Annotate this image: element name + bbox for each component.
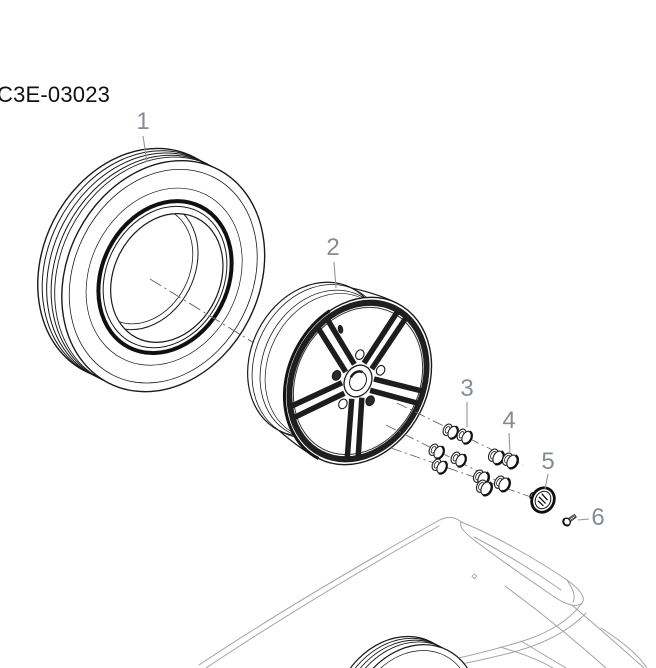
leader-line-1 bbox=[142, 135, 148, 163]
wheel-rim-drawing bbox=[247, 281, 460, 490]
roof-antenna-mark bbox=[471, 573, 478, 580]
vehicle-outline-drawing bbox=[198, 516, 648, 668]
center-cap-logo bbox=[537, 493, 548, 507]
wheel-spokes bbox=[271, 282, 451, 475]
tire-drawing bbox=[37, 147, 266, 393]
installed-tire-drawing bbox=[330, 635, 479, 668]
wheel-hub bbox=[339, 360, 378, 401]
callout-5-center-cap[interactable]: 5 bbox=[541, 448, 555, 475]
leader-line-5 bbox=[544, 473, 549, 490]
valve-screw-drawing bbox=[562, 514, 577, 527]
center-cap-drawing bbox=[529, 486, 556, 514]
leader-lines bbox=[142, 135, 590, 521]
leader-line-2 bbox=[333, 261, 337, 289]
valve-stem-mark bbox=[337, 324, 344, 334]
callout-4-nut-cap[interactable]: 4 bbox=[502, 407, 516, 434]
callout-3-wheel-nut[interactable]: 3 bbox=[460, 375, 474, 402]
nut-caps-drawing bbox=[472, 448, 519, 497]
leader-line-4 bbox=[508, 432, 511, 453]
wheel-nuts-drawing bbox=[428, 423, 473, 475]
diagram-code: C3E-03023 bbox=[0, 82, 111, 107]
callout-6-screw[interactable]: 6 bbox=[591, 504, 605, 531]
callout-2-wheel[interactable]: 2 bbox=[326, 234, 340, 261]
leader-line-6 bbox=[577, 518, 590, 521]
callout-1-tire[interactable]: 1 bbox=[136, 108, 150, 135]
wheel-lug-holes bbox=[320, 341, 395, 421]
